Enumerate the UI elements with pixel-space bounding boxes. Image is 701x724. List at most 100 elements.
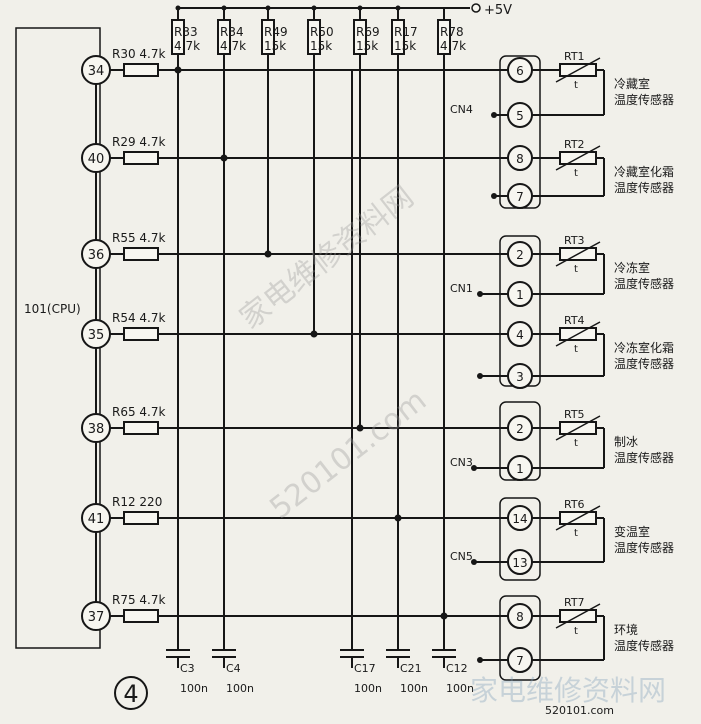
- thermistor-symbol: t: [574, 344, 578, 355]
- junction-dot: [221, 5, 227, 11]
- supply-terminal: [471, 3, 481, 13]
- connector-pin-number: 8: [516, 610, 524, 624]
- junction-dot: [477, 291, 483, 297]
- connector-pin: [507, 603, 533, 629]
- thermistor-ref: RT2: [564, 138, 585, 151]
- connector-pin-number: 3: [516, 370, 524, 384]
- junction-dot: [311, 5, 317, 11]
- sensor-label-line1: 冷藏室化霜: [614, 164, 674, 179]
- pullup-resistor: [437, 19, 451, 55]
- sensor-label-line2: 温度传感器: [614, 540, 674, 555]
- pullup-ref: R17: [394, 25, 418, 39]
- cpu-pin-number: 41: [88, 512, 105, 527]
- pullup-value: 4.7k: [174, 39, 200, 53]
- cpu-pin-number: 38: [88, 422, 105, 437]
- thermistor-arrow: [555, 145, 601, 171]
- thermistor-ref: RT3: [564, 234, 585, 247]
- junction-dot: [491, 112, 497, 118]
- capacitor-value: 100n: [180, 682, 208, 695]
- thermistor-arrow: [555, 57, 601, 83]
- connector-pin: [507, 145, 533, 171]
- sensor-label-line2: 温度传感器: [614, 276, 674, 291]
- series-resistor: [123, 63, 159, 77]
- thermistor-ref: RT6: [564, 498, 585, 511]
- connector-label: CN4: [450, 103, 473, 116]
- sensor-label-line1: 制冰: [614, 435, 638, 449]
- series-resistor-label: R29 4.7k: [112, 135, 166, 149]
- cpu-label: 101(CPU): [24, 302, 81, 316]
- pullup-value: 15k: [394, 39, 416, 53]
- thermistor-ref: RT4: [564, 314, 585, 327]
- pullup-resistor: [391, 19, 405, 55]
- cpu-pin-number: 37: [88, 610, 105, 625]
- connector-pin: [507, 455, 533, 481]
- capacitor-ref: C4: [226, 662, 241, 675]
- series-resistor: [123, 511, 159, 525]
- cpu-pin: [81, 503, 111, 533]
- connector-pin-number: 7: [516, 654, 524, 668]
- connector-pin: [507, 241, 533, 267]
- connector-pin-number: 7: [516, 190, 524, 204]
- watermark-site: 家电维修资料网: [233, 179, 420, 336]
- capacitor-ref: C12: [446, 662, 468, 675]
- thermistor-symbol: t: [574, 80, 578, 91]
- thermistor-arrow: [555, 241, 601, 267]
- thermistor-arrow: [555, 321, 601, 347]
- pullup-ref: R50: [310, 25, 334, 39]
- capacitor-ref: C21: [400, 662, 422, 675]
- junction-dot: [310, 330, 318, 338]
- connector-pin: [507, 57, 533, 83]
- sensor-label-line1: 冷冻室化霜: [614, 340, 674, 355]
- connector-pin-number: 1: [516, 288, 524, 302]
- watermark-logo-url: 520101.com: [545, 704, 614, 717]
- junction-dot: [477, 657, 483, 663]
- cpu-pin-number: 40: [88, 152, 105, 167]
- junction-dot: [471, 465, 477, 471]
- connector-label: CN3: [450, 456, 473, 469]
- cpu-pin: [81, 319, 111, 349]
- thermistor-symbol: t: [574, 264, 578, 275]
- connector-pin-number: 5: [516, 109, 524, 123]
- pullup-value: 4.7k: [440, 39, 466, 53]
- connector-pin-number: 13: [512, 556, 527, 570]
- pullup-resistor: [217, 19, 231, 55]
- junction-dot: [265, 5, 271, 11]
- series-resistor-label: R12 220: [112, 495, 162, 509]
- connector-pin: [507, 102, 533, 128]
- thermistor-ref: RT7: [564, 596, 585, 609]
- series-resistor: [123, 327, 159, 341]
- series-resistor: [123, 247, 159, 261]
- connector-pin-number: 2: [516, 422, 524, 436]
- junction-dot: [491, 193, 497, 199]
- series-resistor-label: R54 4.7k: [112, 311, 166, 325]
- junction-dot: [357, 5, 363, 11]
- pullup-resistor: [353, 19, 367, 55]
- pullup-resistor: [261, 19, 275, 55]
- sensor-label-line1: 冷冻室: [614, 260, 650, 275]
- series-resistor: [123, 151, 159, 165]
- pullup-ref: R33: [174, 25, 198, 39]
- supply-label: +5V: [484, 3, 512, 18]
- cpu-pin-number: 36: [88, 248, 105, 263]
- connector-pin: [507, 647, 533, 673]
- connector-body: [499, 497, 541, 581]
- connector-pin-number: 8: [516, 152, 524, 166]
- capacitor-ref: C17: [354, 662, 376, 675]
- sensor-label-line2: 温度传感器: [614, 180, 674, 195]
- cpu-pin: [81, 601, 111, 631]
- connector-pin: [507, 549, 533, 575]
- watermark-logo: 家电维修资料网: [470, 674, 666, 707]
- capacitor-value: 100n: [226, 682, 254, 695]
- connector-pin: [507, 415, 533, 441]
- sensor-label-line1: 变温室: [614, 524, 650, 539]
- connector-pin: [507, 505, 533, 531]
- capacitor-ref: C3: [180, 662, 195, 675]
- pullup-ref: R78: [440, 25, 464, 39]
- connector-pin-number: 4: [516, 328, 524, 342]
- series-resistor-label: R75 4.7k: [112, 593, 166, 607]
- cpu-pin: [81, 413, 111, 443]
- capacitor-value: 100n: [354, 682, 382, 695]
